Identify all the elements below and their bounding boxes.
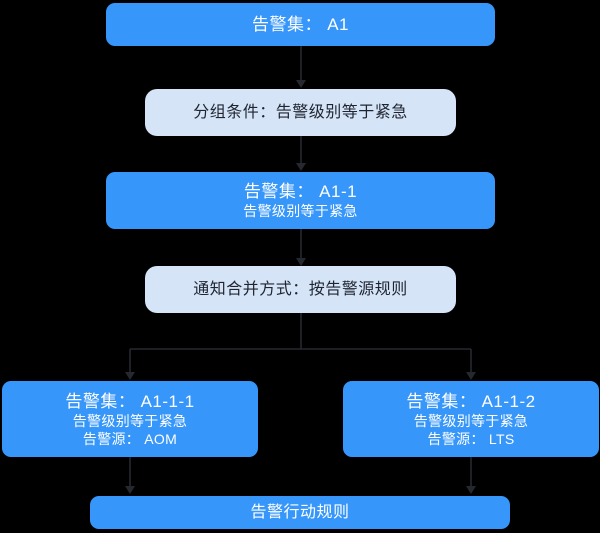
- node-action-rule: 告警行动规则: [90, 496, 510, 529]
- node-alert-set-a1-1-2: 告警集： A1-1-2 告警级别等于紧急 告警源： LTS: [343, 381, 599, 457]
- connector-line: [129, 457, 472, 486]
- arrowhead-icon: [125, 372, 135, 380]
- node-label: 通知合并方式：按告警源规则: [193, 280, 408, 298]
- node-alert-set-a1: 告警集： A1: [106, 3, 495, 46]
- node-label: 告警行动规则: [250, 503, 350, 521]
- node-group-condition: 分组条件：告警级别等于紧急: [145, 89, 456, 136]
- arrowhead-icon: [125, 486, 135, 494]
- node-condition-text: 告警级别等于紧急: [243, 203, 358, 219]
- arrowhead-icon: [466, 486, 476, 494]
- arrowhead-icon: [296, 80, 306, 88]
- node-alert-set-a1-1: 告警集： A1-1 告警级别等于紧急: [106, 172, 495, 229]
- node-title: 告警集： A1-1: [243, 182, 358, 201]
- node-title: 告警集： A1-1-2: [406, 391, 536, 411]
- node-title: 告警集： A1: [251, 15, 350, 34]
- arrowhead-icon: [296, 258, 306, 266]
- node-condition-text: 告警级别等于紧急: [72, 412, 188, 429]
- arrowhead-icon: [466, 372, 476, 380]
- connector-line: [129, 313, 472, 372]
- node-alert-set-a1-1-1: 告警集： A1-1-1 告警级别等于紧急 告警源： AOM: [2, 381, 258, 457]
- node-source-text: 告警源： AOM: [82, 430, 178, 447]
- node-title: 告警集： A1-1-1: [65, 391, 195, 411]
- node-label: 分组条件：告警级别等于紧急: [193, 103, 408, 121]
- node-merge-method: 通知合并方式：按告警源规则: [145, 266, 456, 313]
- arrowhead-icon: [296, 163, 306, 171]
- node-source-text: 告警源： LTS: [427, 430, 515, 447]
- node-condition-text: 告警级别等于紧急: [413, 412, 529, 429]
